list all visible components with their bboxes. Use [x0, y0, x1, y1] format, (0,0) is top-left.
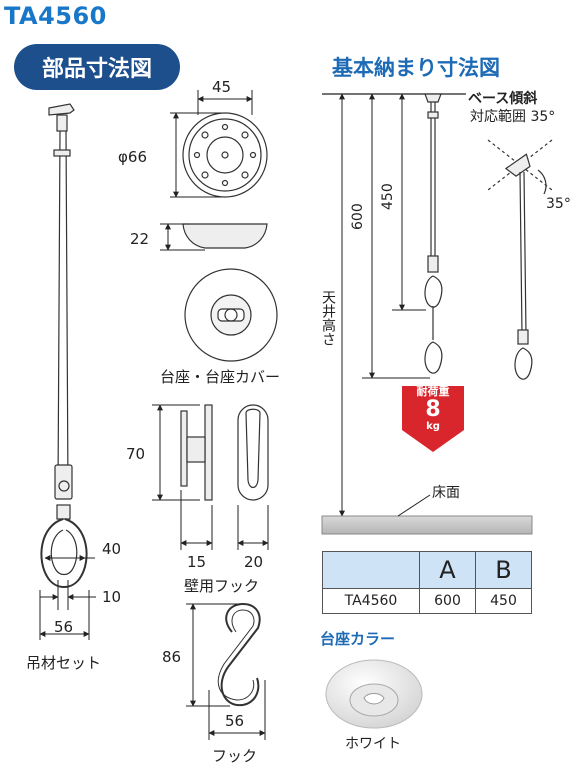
floor-label: 床面 [432, 485, 460, 501]
spec-header-a: A [419, 551, 476, 589]
base-side-view [182, 223, 268, 249]
wall-hook-width1-label: 15 [187, 553, 207, 571]
ceiling-height-label: 天井高さ [320, 290, 336, 346]
floor [321, 494, 533, 535]
table-row: TA4560 600 450 [322, 588, 532, 614]
base-color-swatch [325, 659, 423, 729]
parts-dimension-title: 部品寸法図 [41, 57, 152, 82]
hook-width-label: 56 [225, 712, 245, 730]
load-value: 8 [425, 397, 441, 422]
spec-table-header: A B [322, 551, 532, 589]
load-badge-text: 耐荷重 8 kg [402, 383, 464, 432]
tilt-angle-label: 35° [546, 196, 571, 212]
spec-header-blank [322, 551, 420, 589]
wall-hook-width2-label: 20 [244, 553, 264, 571]
s-hook-drawing [217, 602, 261, 707]
base-top-dimensions [170, 90, 253, 198]
s-hook-dimensions [186, 603, 266, 740]
wall-hook-caption: 壁用フック [184, 577, 260, 595]
base-color-title: 台座カラー [320, 630, 396, 648]
spec-b-cell: 450 [475, 588, 532, 614]
base-cover-view [184, 268, 278, 362]
dim-600-label: 600 [350, 203, 366, 230]
load-label: 耐荷重 [416, 385, 450, 398]
hook-caption: フック [212, 747, 258, 765]
install-dimensions [339, 93, 430, 517]
spec-a-cell: 600 [419, 588, 476, 614]
base-top-view [182, 112, 268, 198]
install-rod [424, 93, 443, 374]
hanger-width3-label: 56 [54, 618, 74, 636]
hanger-dimensions [39, 555, 96, 640]
hanger-width2-label: 10 [102, 588, 122, 606]
base-height-label: 22 [130, 230, 150, 248]
load-capacity-badge [402, 386, 464, 452]
base-color-name: ホワイト [345, 736, 401, 752]
hook-height-label: 86 [162, 648, 182, 666]
wall-hook-height-label: 70 [126, 445, 146, 463]
hanger-rod-drawing [40, 103, 88, 588]
base-width-label: 45 [212, 78, 232, 96]
load-unit: kg [426, 421, 440, 432]
tilt-title: ベース傾斜 [468, 91, 538, 107]
tilt-drawing [487, 139, 553, 380]
tilt-range: 対応範囲 35° [470, 109, 556, 125]
hanger-width1-label: 40 [102, 540, 122, 558]
base-diameter-label: φ66 [118, 148, 147, 166]
wall-hook-dimensions [152, 404, 269, 550]
wall-hook-drawing [180, 404, 269, 501]
base-caption: 台座・台座カバー [160, 368, 281, 386]
spec-model-cell: TA4560 [322, 588, 420, 614]
spec-header-b: B [475, 551, 532, 589]
model-number: TA4560 [4, 2, 107, 30]
parts-dimension-heading: 部品寸法図 [14, 44, 180, 90]
dim-450-label: 450 [380, 183, 396, 210]
hanger-caption: 吊材セット [26, 654, 102, 672]
basic-installation-title: 基本納まり寸法図 [332, 56, 500, 80]
base-side-dimensions [160, 223, 205, 251]
spec-table: A B TA4560 600 450 [322, 551, 532, 614]
